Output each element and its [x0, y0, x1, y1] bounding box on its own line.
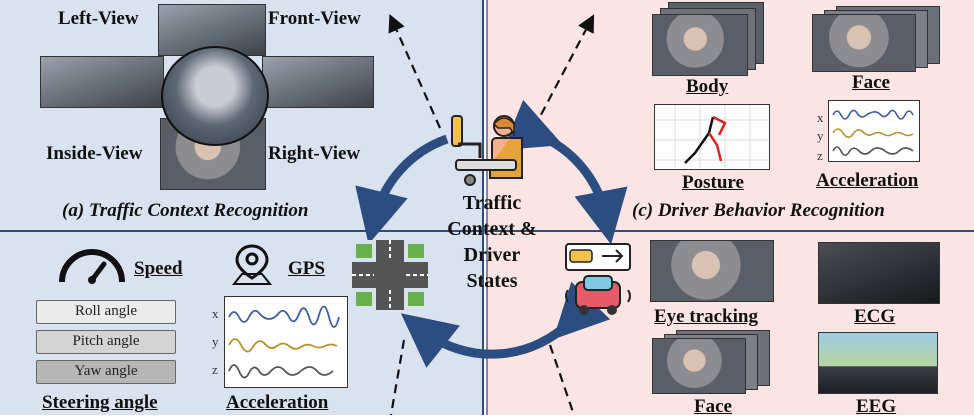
right-view-label: Right-View [268, 143, 361, 164]
driver-accel-z-series [832, 146, 914, 157]
driver-axis-y-label: y [817, 128, 824, 143]
eeg-label: EEG [856, 396, 897, 417]
eye-tracking-label: Eye tracking [654, 306, 758, 327]
posture-skeleton-right [707, 132, 723, 162]
dashed-line-bottom-right [548, 344, 576, 415]
face2-label: Face [694, 396, 732, 417]
vehicle-accel-chart [224, 296, 348, 388]
fisheye-camera-image [161, 46, 269, 146]
posture-image [654, 104, 770, 170]
face2-image [652, 338, 746, 394]
cycle-arrow-top-right [502, 99, 628, 245]
yaw-angle-box: Yaw angle [36, 360, 176, 384]
vehicle-accel-x-series [228, 305, 340, 328]
cycle-arrow-bottom [400, 281, 611, 368]
left-camera-image [40, 56, 164, 108]
traffic-context-title: (a) Traffic Context Recognition [62, 200, 309, 221]
driver-acceleration-label: Acceleration [816, 170, 919, 191]
dashed-arrow-to-driver [533, 14, 595, 129]
driver-seat-icon [451, 115, 523, 186]
front-view-label: Front-View [268, 8, 361, 29]
axis-x-label: x [212, 306, 219, 321]
axis-z-label: z [212, 362, 218, 377]
intersection-icon [352, 240, 428, 310]
center-label: Traffic Context & Driver States [437, 190, 547, 294]
vehicle-acceleration-label: Acceleration [226, 392, 329, 413]
vehicle-accel-z-series [228, 364, 334, 379]
roll-angle-box: Roll angle [36, 300, 176, 324]
driver-accel-y-series [832, 128, 914, 139]
driver-accel-chart [828, 100, 920, 162]
face-image [812, 14, 916, 72]
center-label-line-4: States [466, 270, 518, 292]
face-label: Face [852, 72, 890, 93]
ecg-label: ECG [854, 306, 896, 327]
vehicle-accel-y-series [228, 338, 338, 353]
dashed-arrow-to-traffic [388, 13, 442, 129]
center-label-line-3: Driver [463, 244, 521, 266]
cycle-arrow-top-left [355, 134, 449, 245]
speedometer-icon [59, 249, 125, 284]
driver-axis-x-label: x [817, 110, 824, 125]
posture-skeleton-left [684, 116, 715, 164]
posture-label: Posture [682, 172, 744, 193]
speed-label: Speed [134, 258, 183, 279]
driver-behavior-title: (c) Driver Behavior Recognition [632, 200, 885, 221]
body-image [652, 14, 748, 76]
gps-pin-icon [232, 244, 272, 285]
right-camera-image [262, 56, 374, 108]
driver-accel-x-series [832, 109, 914, 120]
inside-view-label: Inside-View [46, 143, 143, 164]
eye-tracking-image [650, 240, 774, 302]
gps-label: GPS [288, 258, 325, 279]
vehicle-sign-icon [565, 243, 631, 315]
pitch-angle-box: Pitch angle [36, 330, 176, 354]
driver-axis-z-label: z [817, 148, 823, 163]
steering-angle-label: Steering angle [42, 392, 158, 413]
eeg-image [818, 332, 938, 394]
ecg-image [818, 242, 940, 304]
center-label-line-2: Context & [447, 218, 537, 240]
body-label: Body [686, 76, 729, 97]
dashed-line-bottom-left [389, 339, 406, 415]
left-view-label: Left-View [58, 8, 139, 29]
center-label-line-1: Traffic [462, 192, 522, 214]
axis-y-label: y [212, 334, 219, 349]
